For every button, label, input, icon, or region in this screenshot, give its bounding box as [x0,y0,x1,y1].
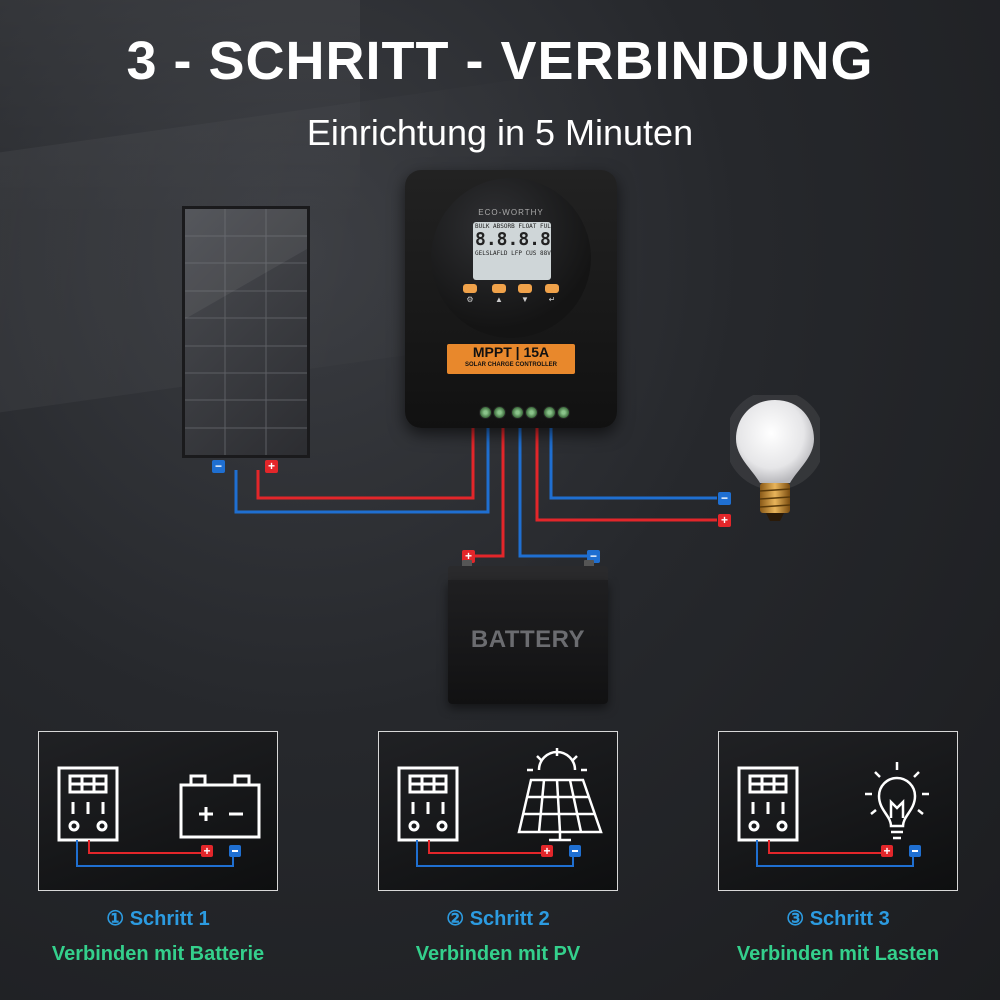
pv-negative-terminal[interactable] [493,406,506,419]
load-positive-marker: + [718,514,731,527]
battery-negative-terminal[interactable] [525,406,538,419]
step-card-3: + [718,731,958,891]
pv-positive-terminal[interactable] [479,406,492,419]
battery-icon [179,774,261,839]
battery-case [448,580,608,704]
page-title: 3 - SCHRITT - VERBINDUNG [126,31,874,91]
svg-text:+: + [883,844,890,858]
controller-terminals [431,390,591,422]
light-bulb [730,395,820,521]
arrow-down-icon: ▼ [521,295,529,304]
step-3-number: ③ Schritt 3 [786,908,890,930]
battery-terminal-post [584,560,594,568]
load-negative-marker: − [718,492,731,505]
controller-down-button[interactable] [518,284,532,293]
load-negative-terminal[interactable] [557,406,570,419]
step-1-number: ① Schritt 1 [106,908,210,930]
load-positive-wire [535,428,717,522]
step-3-description: Verbinden mit Lasten [736,943,940,965]
step-1-description: Verbinden mit Batterie [51,943,265,965]
battery-label: BATTERY [470,626,586,653]
battery-positive-wire [475,428,505,558]
controller-up-button[interactable] [492,284,506,293]
solar-panel [182,206,310,458]
page-subtitle: Einrichtung in 5 Minuten [306,112,694,153]
controller-mode-button[interactable] [463,284,477,293]
pv-negative-wire [234,428,490,514]
svg-text:+: + [543,844,550,858]
step2-diagram: + [397,748,603,867]
controller-enter-button[interactable] [545,284,559,293]
step-card-2: + [378,731,618,891]
lcd-status-row: BULK ABSORB FLOAT FULL [475,223,551,230]
step1-diagram: + [57,766,261,867]
svg-text:+: + [203,844,210,858]
controller-label: MPPT | 15A SOLAR CHARGE CONTROLLER [447,344,575,374]
battery-positive-terminal[interactable] [511,406,524,419]
arrow-up-icon: ▲ [495,295,503,304]
load-negative-wire [549,428,717,500]
controller-lcd: BULK ABSORB FLOAT FULL 8.8.8.8 GELSLAFLD… [473,222,551,280]
step3-diagram: + [737,762,929,867]
lcd-digits: 8.8.8.8 [475,229,551,250]
step-2-description: Verbinden mit PV [415,943,581,965]
solar-cells-grid [185,209,307,455]
battery: BATTERY [448,560,608,704]
solar-panel-icon [517,748,603,842]
step-2-number: ② Schritt 2 [446,908,550,930]
load-positive-terminal[interactable] [543,406,556,419]
battery-terminal-post [462,560,472,568]
pv-negative-marker: − [212,460,225,473]
pv-positive-wire [256,428,475,500]
mode-icon: ⚙ [466,295,474,304]
battery-negative-wire [518,428,587,558]
mppt-charge-controller: ECO-WORTHY BULK ABSORB FLOAT FULL 8.8.8.… [405,170,617,428]
controller-brand: ECO-WORTHY [478,208,544,217]
battery-negative-marker: − [587,550,600,563]
controller-model: MPPT | 15A [472,344,550,360]
pv-positive-marker: + [265,460,278,473]
controller-type: SOLAR CHARGE CONTROLLER [465,362,557,368]
controller-icon [737,766,799,842]
step-card-1: + [38,731,278,891]
light-beam-decoration [0,0,360,220]
lcd-mode-row: GELSLAFLD LFP CUS 88V [475,250,551,257]
controller-icon [57,766,119,842]
controller-icon [397,766,459,842]
battery-positive-marker: + [462,550,475,563]
light-bulb-icon [865,762,929,840]
enter-icon: ↵ [548,295,556,304]
battery-lid [448,566,608,580]
